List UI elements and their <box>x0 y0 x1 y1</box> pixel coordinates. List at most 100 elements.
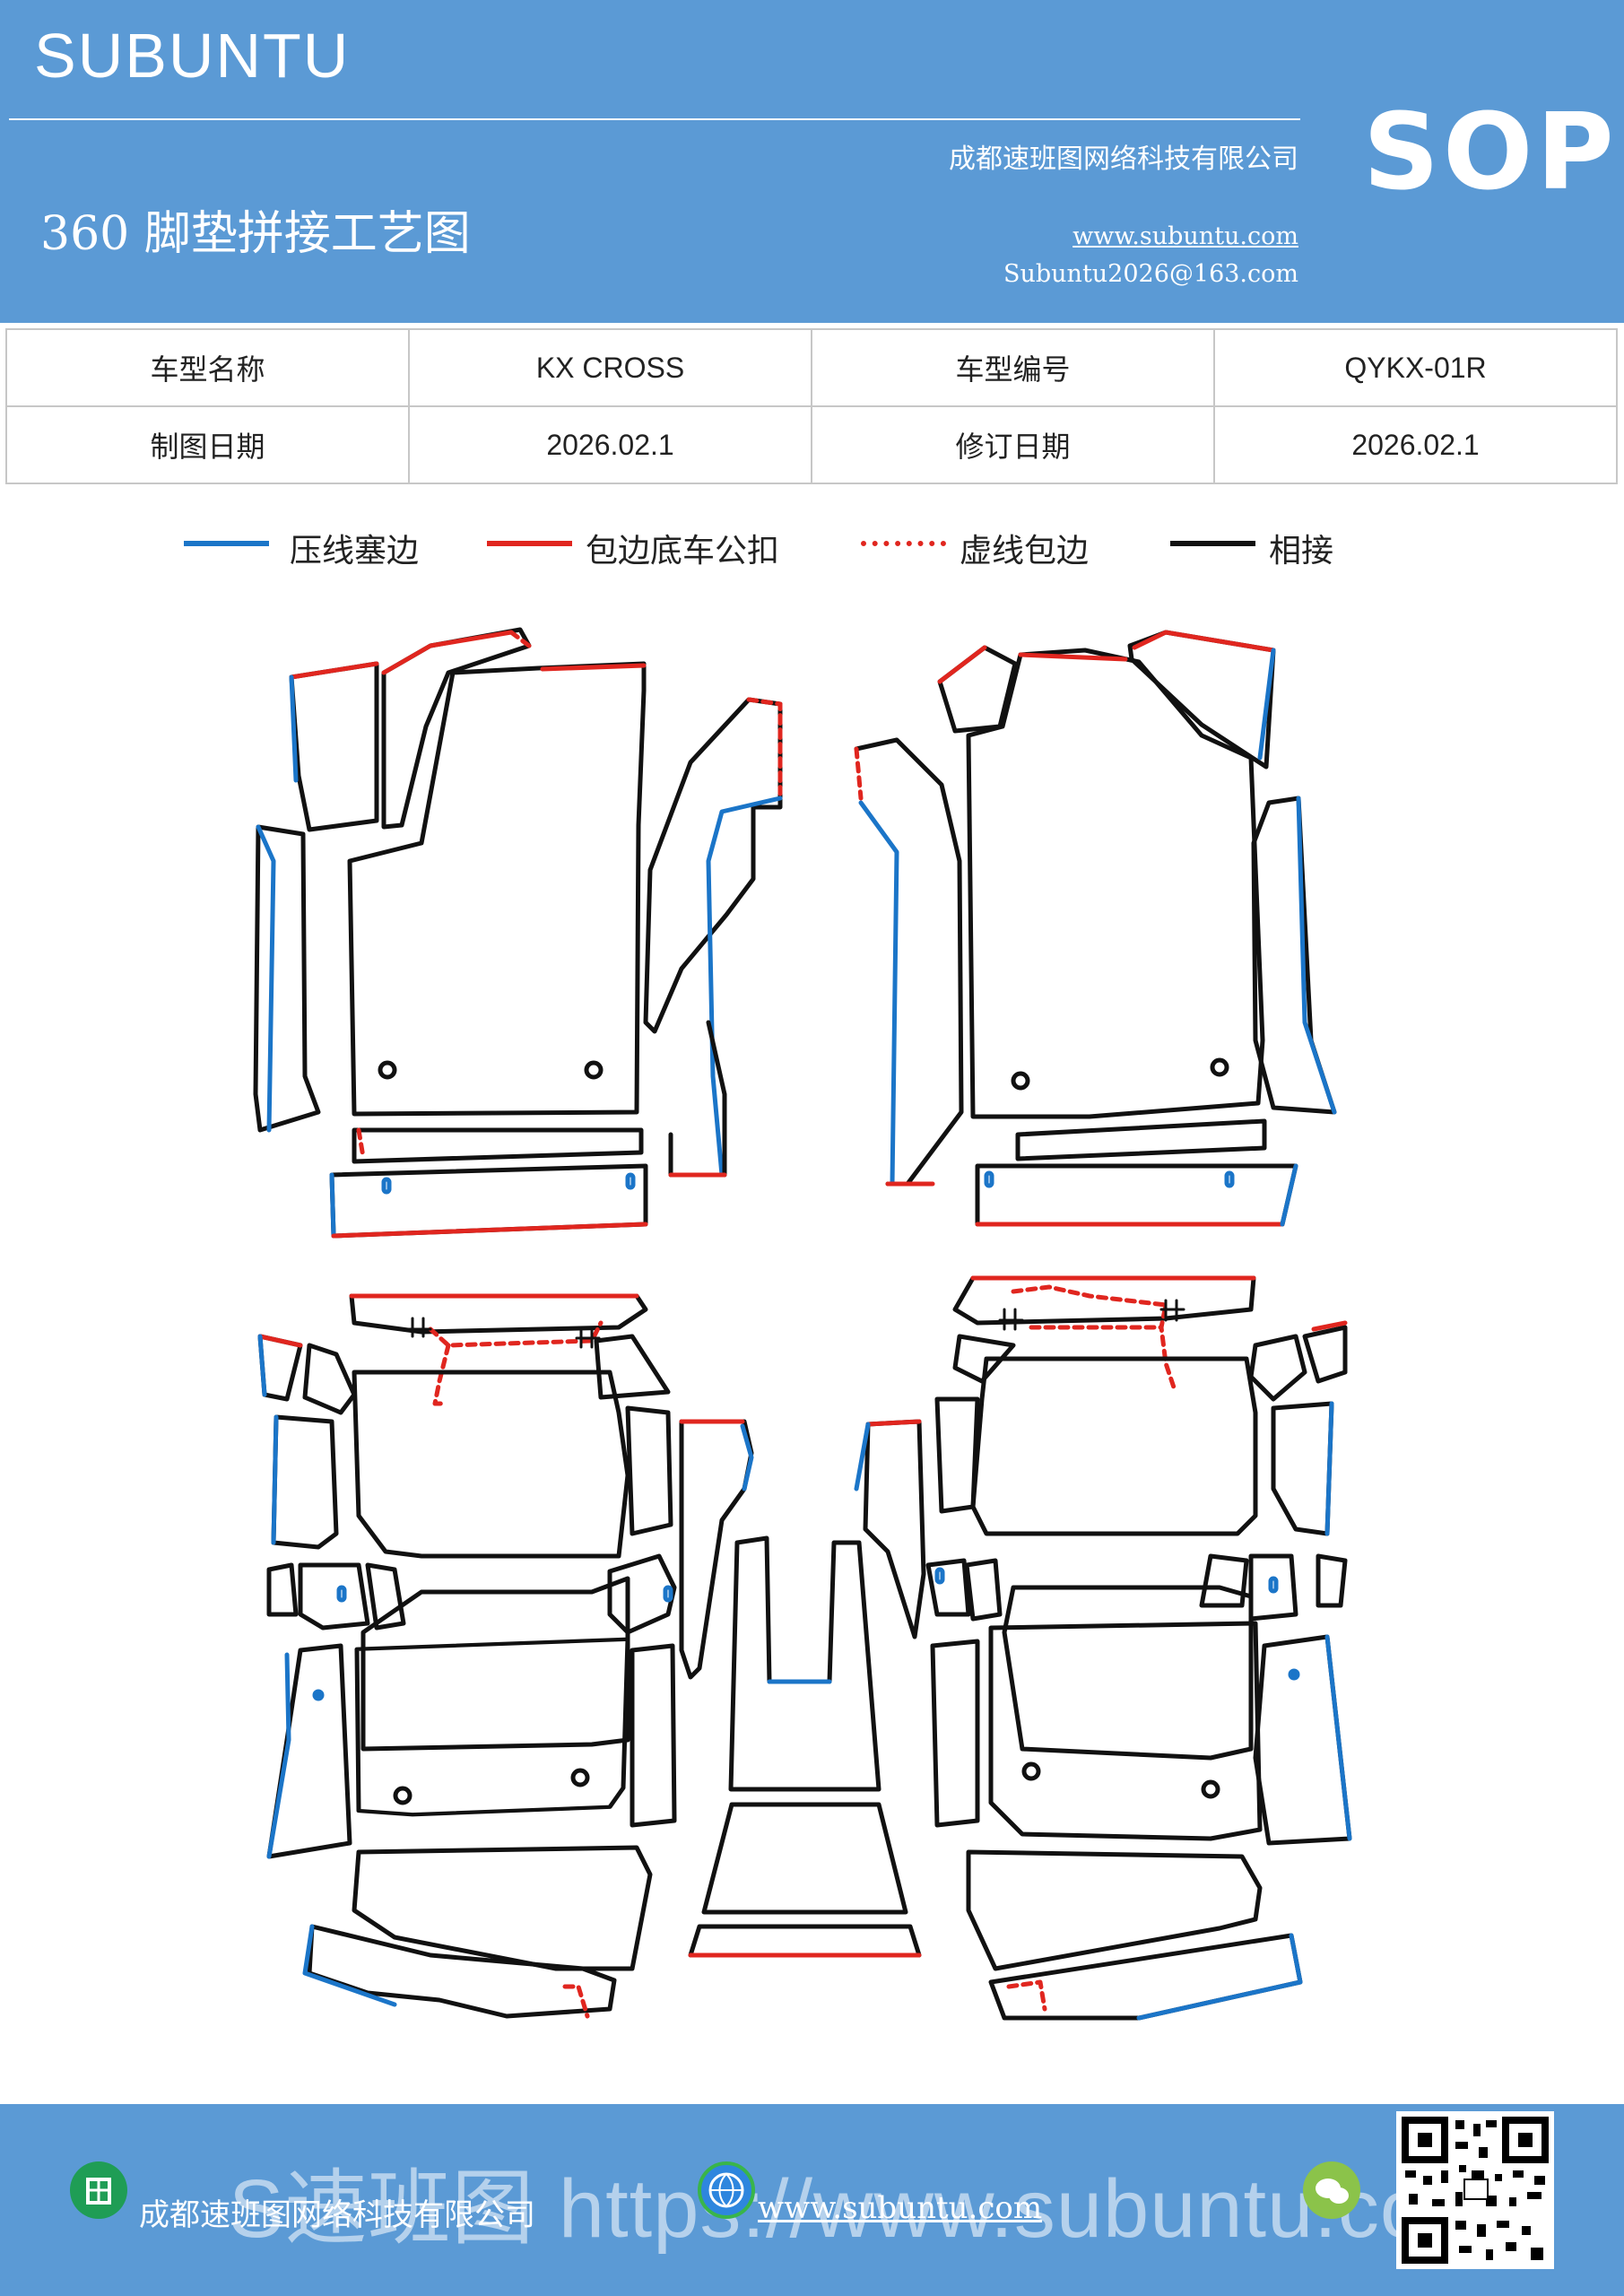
table-cell: QYKX-01R <box>1213 328 1618 407</box>
mat-edge-red <box>1018 652 1128 662</box>
mat-piece <box>347 661 647 1117</box>
building-icon <box>70 2161 127 2219</box>
mat-piece <box>266 1643 352 1859</box>
sop-label: SOP <box>1363 90 1618 213</box>
mat-edge-blue <box>257 1334 267 1397</box>
mat-piece <box>934 1396 980 1514</box>
mat-piece <box>688 1924 922 1958</box>
clip-hole <box>570 1768 590 1787</box>
anchor-mark <box>406 1317 601 1349</box>
clip-slot <box>1268 1576 1279 1594</box>
mat-edge-blue <box>1296 796 1337 1115</box>
mat-piece <box>1248 1553 1298 1622</box>
mat-piece <box>1248 1334 1307 1402</box>
legend-label: 虚线包边 <box>960 533 1090 570</box>
clip-hole <box>393 1786 413 1805</box>
document-title: 360 脚垫拼接工艺图 <box>40 207 471 261</box>
mat-piece <box>302 1343 357 1415</box>
mat-edge-blue <box>1257 648 1276 761</box>
mat-piece <box>625 1405 673 1536</box>
mat-piece <box>1015 1118 1267 1161</box>
clip-hole <box>378 1060 397 1080</box>
mat-piece <box>253 824 321 1133</box>
footer-watermark-overlay: S速班图 https://www.subuntu.com <box>229 2163 1497 2255</box>
mat-piece <box>701 1802 908 1915</box>
legend-swatch-black <box>1170 541 1255 546</box>
mat-piece <box>360 1576 630 1752</box>
mat-piece <box>643 697 783 1034</box>
vehicle-info-table: 车型名称 KX CROSS 车型编号 QYKX-01R 制图日期 2026.02… <box>5 328 1618 484</box>
table-row: 车型名称 KX CROSS 车型编号 QYKX-01R <box>5 328 1618 407</box>
mat-edge-blue <box>1280 1163 1298 1227</box>
anchor-mark <box>998 1299 1185 1331</box>
mat-edge-blue <box>1324 1634 1352 1841</box>
footer-company-name: 成都速班图网络科技有限公司 <box>139 2197 535 2233</box>
mat-piece <box>964 1558 1003 1622</box>
mat-piece <box>349 1293 648 1335</box>
mat-edge-blue <box>1136 1933 1303 2021</box>
legend-label: 压线塞边 <box>290 533 420 570</box>
mat-edge-red <box>1132 630 1276 653</box>
wechat-icon <box>1303 2161 1360 2219</box>
mat-edge-blue <box>706 796 783 1178</box>
mat-piece <box>728 1535 881 1792</box>
mat-edge-red <box>381 630 514 675</box>
mat-edge-blue <box>854 1422 871 1492</box>
clip-hole <box>1210 1057 1229 1077</box>
mat-piece <box>307 1924 617 2019</box>
legend-label: 包边底车公扣 <box>586 533 780 570</box>
mat-piece <box>352 1370 630 1559</box>
mat-piece <box>970 1356 1258 1536</box>
mat-piece <box>925 1558 971 1617</box>
header-banner: SUBUNTU SOP 成都速班图网络科技有限公司 360 脚垫拼接工艺图 ww… <box>0 0 1624 323</box>
qr-code <box>1396 2111 1554 2269</box>
mat-edge-blue <box>289 674 299 783</box>
front-left-mat-group <box>253 627 783 1239</box>
clip-slot <box>1224 1170 1235 1188</box>
mat-edge-red-dashed <box>562 1984 590 2019</box>
table-cell: 2026.02.1 <box>1213 405 1618 484</box>
table-cell: 制图日期 <box>5 405 410 484</box>
footer-website-link[interactable]: www.subuntu.com <box>758 2190 1043 2226</box>
mat-edge-red <box>937 645 987 684</box>
mat-piece <box>988 1621 1263 1841</box>
mat-edge-red-dashed <box>746 697 783 796</box>
mat-edge-red <box>289 661 379 680</box>
mat-piece <box>966 1849 1263 1971</box>
mat-edge-red-dashed <box>428 1320 604 1406</box>
legend-swatch-blue <box>184 541 269 546</box>
mat-piece <box>679 1419 754 1680</box>
rear-center-mat-group <box>688 1535 922 1958</box>
clip-hole <box>584 1060 604 1080</box>
clip-slot <box>625 1172 636 1190</box>
clip-slot <box>336 1585 347 1603</box>
mat-edge-red-dashed <box>1011 1284 1177 1393</box>
mat-edge-red-dashed <box>356 1127 366 1160</box>
mat-piece <box>1302 1325 1348 1384</box>
clip-hole <box>1201 1779 1220 1799</box>
mat-piece <box>630 1643 677 1828</box>
mat-edge-red <box>540 663 647 672</box>
website-link[interactable]: www.subuntu.com <box>1073 222 1298 250</box>
clip-slot <box>984 1170 994 1188</box>
mat-piece <box>289 661 379 832</box>
table-row: 制图日期 2026.02.1 修订日期 2026.02.1 <box>5 405 1618 484</box>
mat-edge-blue <box>858 800 899 1187</box>
mat-piece <box>930 1639 980 1828</box>
mat-edge-blue <box>302 1924 397 2007</box>
mat-piece <box>952 1275 1256 1326</box>
brand-name: SUBUNTU <box>34 21 351 91</box>
mat-piece <box>352 1845 653 1971</box>
clip-hole <box>1021 1761 1041 1781</box>
table-cell: 车型编号 <box>811 328 1215 407</box>
clip-dot <box>312 1689 325 1701</box>
table-cell: KX CROSS <box>408 328 812 407</box>
rear-right-mat-group <box>854 1275 1352 2021</box>
mat-piece <box>975 1163 1298 1227</box>
mat-piece <box>271 1414 339 1550</box>
clip-slot <box>934 1567 945 1585</box>
mat-edge-blue <box>266 1652 291 1859</box>
mat-piece <box>266 1562 299 1617</box>
rear-left-mat-group <box>257 1293 754 2019</box>
table-cell: 车型名称 <box>5 328 410 407</box>
